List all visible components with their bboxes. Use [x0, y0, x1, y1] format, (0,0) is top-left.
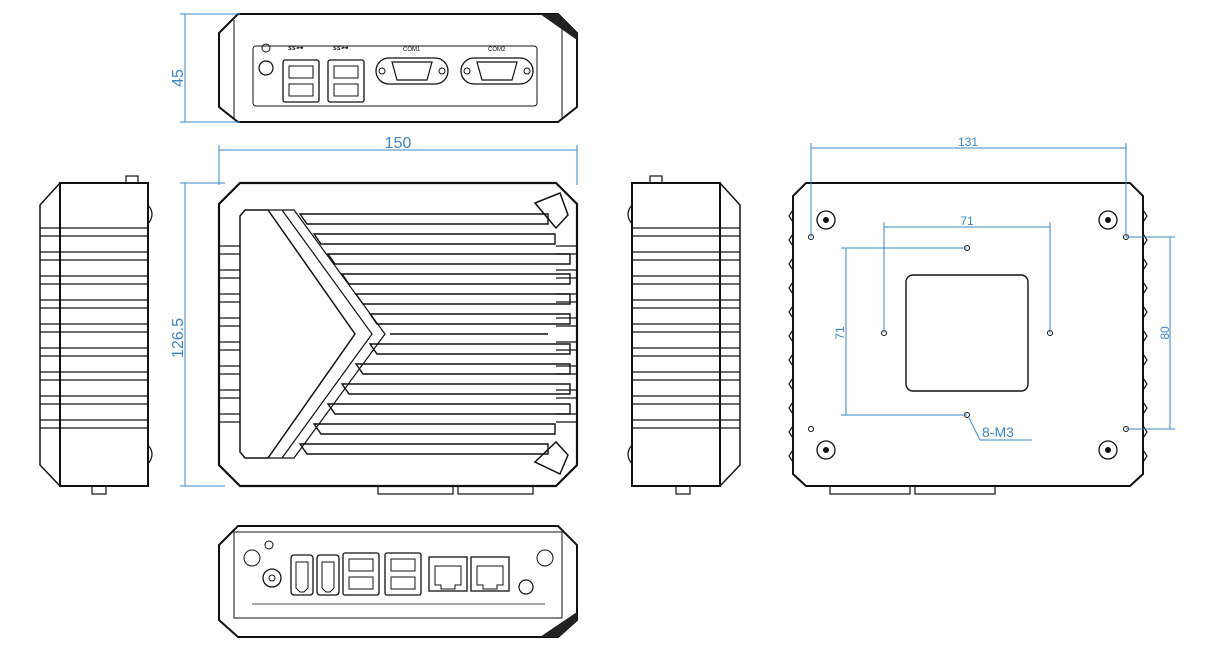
audio-jack-icon — [518, 549, 554, 595]
dimension-vesa-width-71: 71 — [883, 214, 1051, 333]
left-side-view — [39, 175, 153, 495]
lan-port-icon — [470, 556, 510, 592]
svg-text:71: 71 — [833, 326, 847, 340]
svg-text:45: 45 — [170, 69, 187, 87]
hdmi-port-icon — [316, 554, 340, 596]
dimension-vesa-height-71: 71 — [833, 247, 967, 416]
power-icon — [258, 43, 274, 76]
dc-jack-icon — [243, 540, 282, 588]
front-view: ss⊶ ss⊶ COM1 COM2 45 — [170, 13, 578, 123]
svg-text:ss⊶: ss⊶ — [333, 45, 349, 52]
svg-text:126.5: 126.5 — [170, 318, 187, 358]
lan-port-icon — [428, 556, 468, 592]
usb-port-icon: ss⊶ — [327, 45, 365, 103]
rear-view — [218, 525, 578, 638]
top-view: 150 126.5 — [170, 135, 579, 495]
svg-text:80: 80 — [1158, 326, 1172, 340]
svg-text:8-M3: 8-M3 — [982, 424, 1014, 440]
com2-port: COM2 — [460, 47, 534, 85]
svg-text:71: 71 — [960, 214, 974, 228]
com1-label: COM1 — [403, 47, 421, 53]
svg-text:ss⊶: ss⊶ — [288, 45, 304, 52]
rubber-foot — [1098, 440, 1118, 460]
right-side-view — [627, 175, 741, 495]
com1-port: COM1 — [375, 47, 449, 85]
dimension-width-150: 150 — [218, 135, 578, 185]
rubber-foot — [816, 440, 836, 460]
dimension-height-45: 45 — [170, 13, 240, 123]
bottom-view: 131 71 71 80 8-M3 — [788, 135, 1175, 495]
hdmi-port-icon — [290, 554, 314, 596]
rubber-foot — [816, 210, 836, 230]
dimension-mount-80: 80 — [1126, 236, 1175, 430]
com2-label: COM2 — [488, 47, 506, 53]
usb-port-icon: ss⊶ — [282, 45, 320, 103]
usb-port-icon — [342, 552, 380, 596]
svg-text:150: 150 — [385, 135, 412, 152]
dimension-depth-126-5: 126.5 — [170, 182, 225, 487]
svg-text:131: 131 — [958, 135, 978, 149]
rubber-foot — [1098, 210, 1118, 230]
dimension-mount-131: 131 — [810, 135, 1127, 237]
screw-callout: 8-M3 — [968, 417, 1032, 441]
usb-port-icon — [384, 552, 422, 596]
